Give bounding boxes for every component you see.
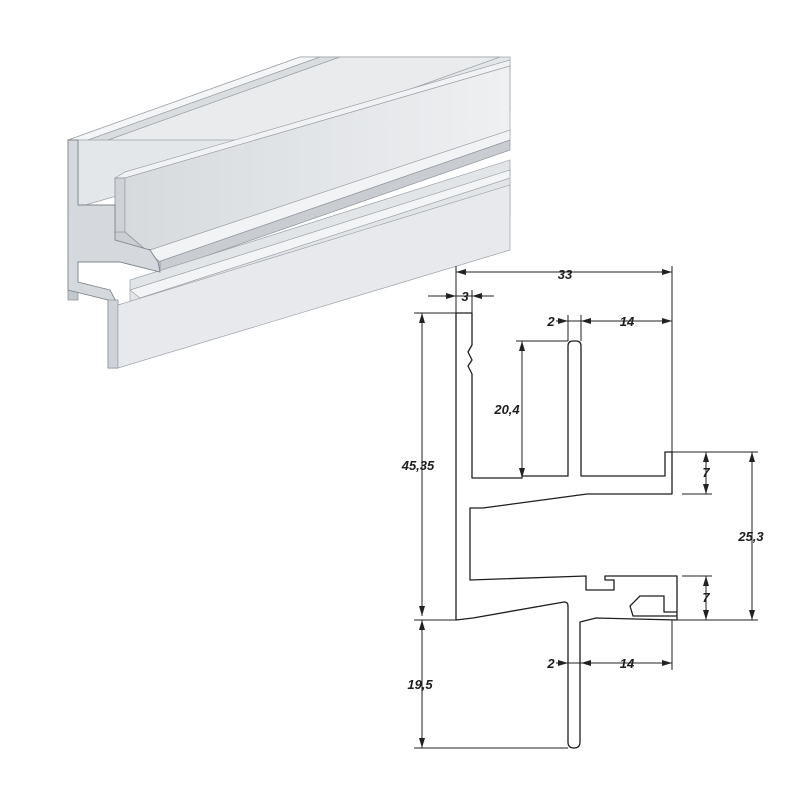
dim-channel-offset-upper-label: 7 [702, 465, 710, 480]
iso-top-strip-3 [107, 56, 501, 141]
dimension-lines [414, 266, 758, 749]
iso-lower-fin-side [117, 184, 511, 369]
iso-lower-lip [129, 169, 511, 299]
dimension-labels: 33 3 2 14 20,4 45,35 7 25,3 7 2 14 19,5 [401, 267, 765, 692]
dim-channel-span-label: 25,3 [737, 529, 764, 544]
section-profile [455, 312, 678, 749]
dim-bottom-fin-thickness-label: 2 [546, 656, 555, 671]
dim-top-fin-thickness-label: 2 [546, 314, 555, 329]
dim-lower-fin-height-label: 19,5 [407, 677, 433, 692]
profile-outline [455, 312, 678, 749]
dim-wall-thickness-label: 3 [461, 289, 469, 304]
iso-lower-fin [107, 299, 119, 369]
dim-top-channel-width-label: 14 [620, 314, 635, 329]
dim-channel-offset-lower-label: 7 [702, 590, 710, 605]
dim-overall-width-label: 33 [558, 267, 573, 282]
dim-bottom-channel-width-label: 14 [620, 656, 635, 671]
dim-upper-depth-label: 20,4 [493, 402, 520, 417]
isometric-profile-view [67, 56, 511, 369]
dim-overall-upper-height-label: 45,35 [401, 458, 435, 473]
